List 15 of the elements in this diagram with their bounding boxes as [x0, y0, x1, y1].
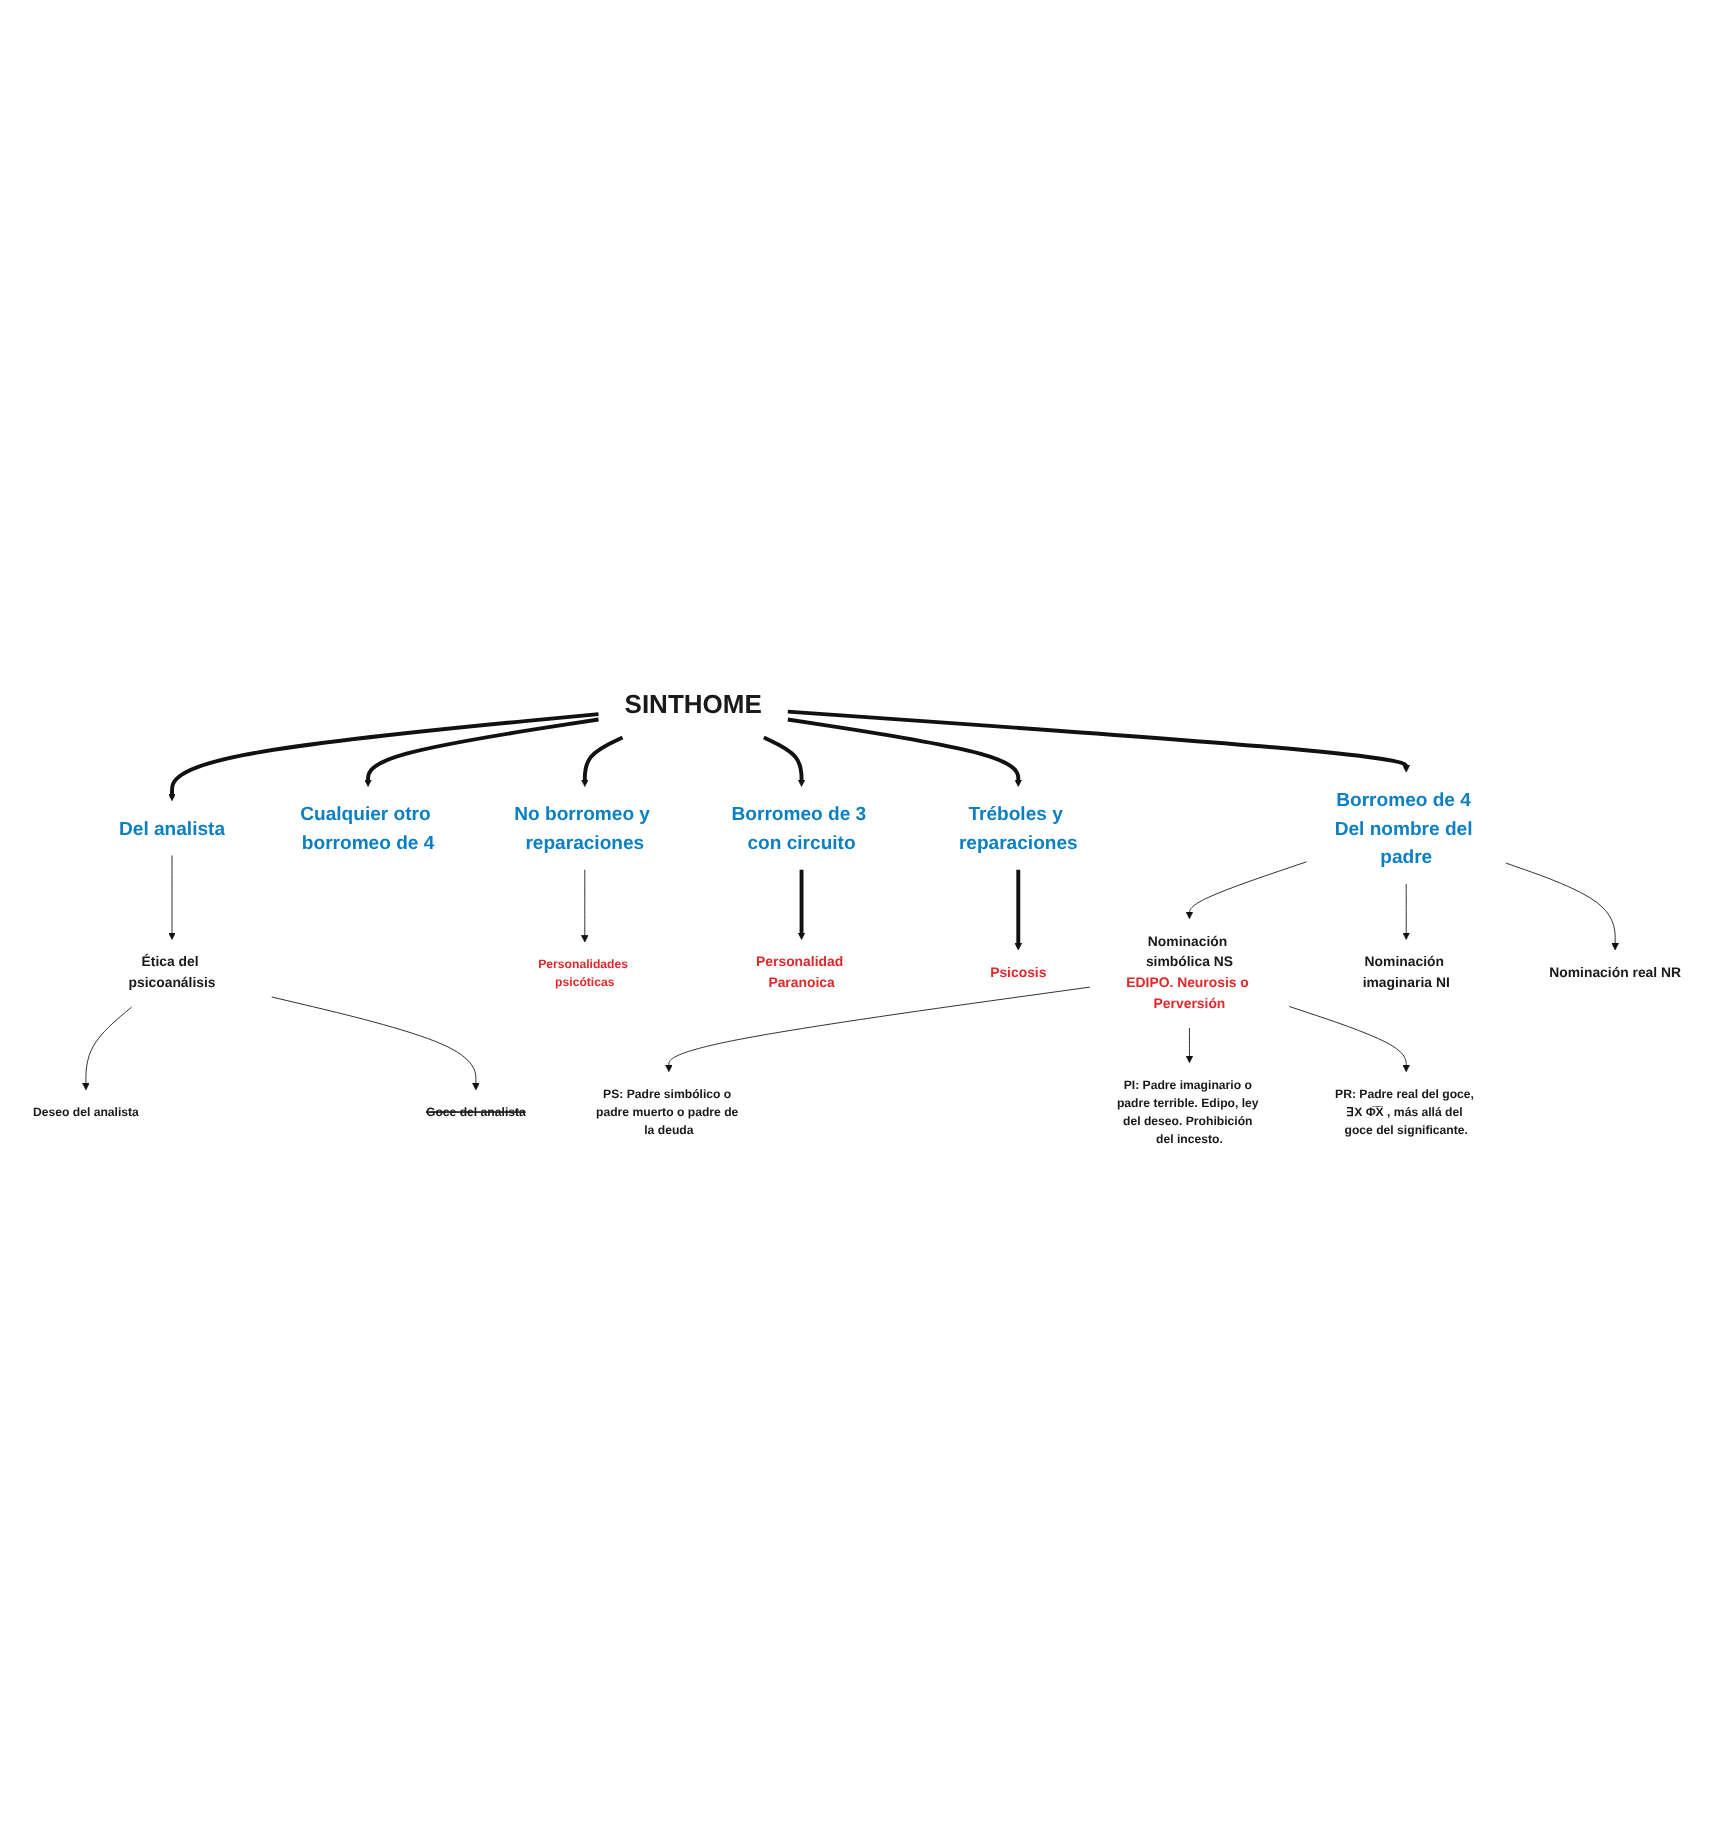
arrow	[787, 717, 1023, 787]
arrow	[364, 717, 599, 787]
node-text: No borromeo y reparaciones	[514, 803, 650, 854]
arrow	[1014, 869, 1023, 951]
node-text: SINTHOME	[624, 690, 762, 720]
arrow	[797, 869, 806, 940]
arrow	[763, 735, 806, 787]
node-text: Cualquier otro borromeo de 4	[300, 803, 435, 854]
node-text: Borromeo de 4 Del nombre del padre	[1334, 788, 1473, 868]
arrow	[787, 709, 1410, 773]
node-text: Tréboles y reparaciones	[958, 803, 1078, 854]
node-text: Borromeo de 3 con circuito	[731, 803, 867, 854]
arrow	[581, 735, 624, 787]
arrow	[168, 712, 599, 802]
node-text: Del analista	[119, 817, 226, 839]
